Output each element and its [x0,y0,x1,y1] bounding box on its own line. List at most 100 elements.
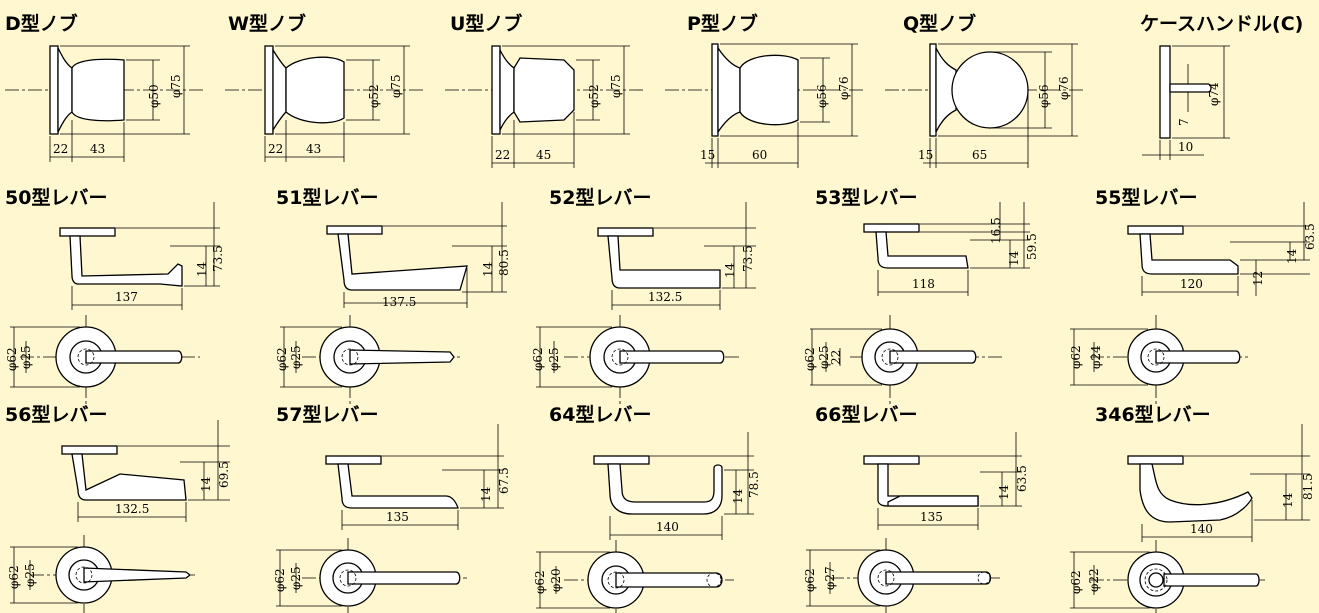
lever-66-length: 135 [920,510,943,524]
lever-53-title: 53型レバー [815,187,918,209]
lever-53-length: 118 [912,277,935,291]
lever-346-rose-outer: φ62 [1069,570,1083,594]
p-knob-dia-inner: φ56 [815,84,829,108]
lever-55-length: 120 [1180,277,1203,291]
lever-52-length: 132.5 [648,290,682,304]
lever-53-h-total: 59.5 [1025,233,1039,260]
u-knob-title: U型ノブ [450,13,523,35]
lever-52-h-small: 14 [723,262,737,278]
lever-53-h-small: 14 [1007,250,1021,266]
lever-55-drawing: 14 63.5 12 120 φ62 φ24 [1069,202,1317,405]
w-knob-dia-inner: φ52 [367,84,381,108]
lever-346-title: 346型レバー [1095,404,1211,426]
lever-64-drawing: 14 78.5 140 φ62 φ20 [533,432,761,613]
lever-56-rose-inner: φ25 [23,563,37,587]
lever-57-h-total: 67.5 [497,467,511,494]
lever-66-rose-outer: φ62 [803,568,817,592]
lever-57-rose-inner: φ25 [289,566,303,590]
w-knob-len-b: 43 [306,142,321,156]
lever-50-h-total: 73.5 [211,245,225,272]
lever-66-drawing: 14 63.5 135 φ62 φ27 [803,432,1029,613]
lever-346-h-small: 14 [1281,492,1295,508]
lever-52-title: 52型レバー [549,187,652,209]
lever-55-title: 55型レバー [1095,187,1198,209]
lever-57-rose-outer: φ62 [273,568,287,592]
lever-51-drawing: 14 80.5 137.5 φ62 φ25 [275,202,511,405]
lever-51-h-total: 80.5 [497,249,511,276]
lever-66-rose-inner: φ27 [823,566,837,590]
lever-66-title: 66型レバー [815,404,918,426]
case-handle-title: ケースハンドル(C) [1140,13,1304,35]
d-knob-dia-inner: φ50 [147,84,161,108]
lever-53-rose-extra: 22 [829,350,843,365]
lever-51-title: 51型レバー [276,187,379,209]
u-knob-dia-inner: φ52 [587,84,601,108]
lever-52-h-total: 73.5 [741,245,755,272]
lever-52-drawing: 14 73.5 132.5 φ62 φ25 [531,202,756,405]
case-handle-small: 7 [1177,118,1191,126]
lever-53-drawing: 16.5 14 59.5 118 φ62 φ25 22 [803,202,1039,405]
case-handle-dia: φ74 [1207,82,1221,106]
lever-55-h-bottom: 12 [1251,271,1265,286]
q-knob-dia-inner: φ56 [1037,84,1051,108]
lever-346-length: 140 [1190,522,1213,536]
lever-57-title: 57型レバー [276,404,379,426]
lever-53-rose-inner: φ25 [817,345,831,369]
lever-57-length: 135 [386,510,409,524]
d-knob-len-b: 43 [90,142,105,156]
lever-50-h-small: 14 [195,261,209,277]
case-handle-drawing: 7 φ74 10 [1142,45,1230,160]
lever-56-h-small: 14 [199,476,213,492]
lever-51-h-small: 14 [481,261,495,277]
lever-346-rose-inner: φ22 [1087,568,1101,592]
lever-64-rose-inner: φ20 [549,568,563,592]
p-knob-len-b: 60 [752,148,767,162]
w-knob-len-a: 22 [268,142,283,156]
p-knob-len-a: 15 [700,148,715,162]
w-knob-title: W型ノブ [228,13,306,35]
lever-64-h-total: 78.5 [747,471,761,498]
w-knob-drawing: φ52 φ75 22 43 [225,45,425,162]
lever-346-drawing: 14 81.5 140 φ62 φ22 [1069,424,1315,613]
lever-52-rose-outer: φ62 [531,347,545,371]
case-handle-width: 10 [1178,140,1193,154]
lever-64-length: 140 [656,520,679,534]
p-knob-title: P型ノブ [687,13,758,35]
lever-55-h-small: 14 [1285,248,1299,264]
lever-56-length: 132.5 [115,502,149,516]
lever-56-h-total: 69.5 [217,461,231,488]
u-knob-len-a: 22 [495,148,510,162]
q-knob-dia-outer: φ76 [1057,76,1071,100]
lever-56-drawing: 14 69.5 132.5 φ62 φ25 [7,420,231,613]
lever-51-length: 137.5 [382,295,416,309]
lever-64-title: 64型レバー [549,404,652,426]
lever-53-h-top: 16.5 [989,217,1003,244]
p-knob-drawing: 15 60 φ56 φ76 [665,43,865,168]
lever-51-rose-outer: φ62 [275,347,289,371]
lever-55-rose-inner: φ24 [1089,345,1103,369]
lever-50-rose-outer: φ62 [5,347,19,371]
d-knob-title: D型ノブ [5,13,78,35]
q-knob-title: Q型ノブ [903,13,977,35]
lever-64-rose-outer: φ62 [533,570,547,594]
d-knob-drawing: φ50 φ75 22 43 [5,45,205,162]
lever-50-rose-inner: φ25 [19,345,33,369]
lever-66-h-total: 63.5 [1015,465,1029,492]
lever-56-rose-outer: φ62 [7,565,21,589]
lever-346-h-total: 81.5 [1301,473,1315,500]
lever-51-rose-inner: φ25 [289,345,303,369]
d-knob-len-a: 22 [53,142,68,156]
lever-57-drawing: 14 67.5 135 φ62 φ25 [273,424,511,613]
u-knob-drawing: 22 45 φ52 φ75 [445,45,645,168]
p-knob-dia-outer: φ76 [837,76,851,100]
lever-66-h-small: 14 [997,484,1011,500]
lever-55-h-total: 63.5 [1303,223,1317,250]
lever-56-title: 56型レバー [5,404,108,426]
q-knob-drawing: 15 65 φ56 φ76 [885,43,1085,168]
lever-52-rose-inner: φ25 [547,347,561,371]
lever-50-length: 137 [115,290,138,304]
u-knob-dia-outer: φ75 [609,74,623,98]
lever-53-rose-outer: φ62 [803,347,817,371]
q-knob-len-a: 15 [918,148,933,162]
lever-50-drawing: 14 73.5 137 φ62 φ25 [5,202,225,405]
